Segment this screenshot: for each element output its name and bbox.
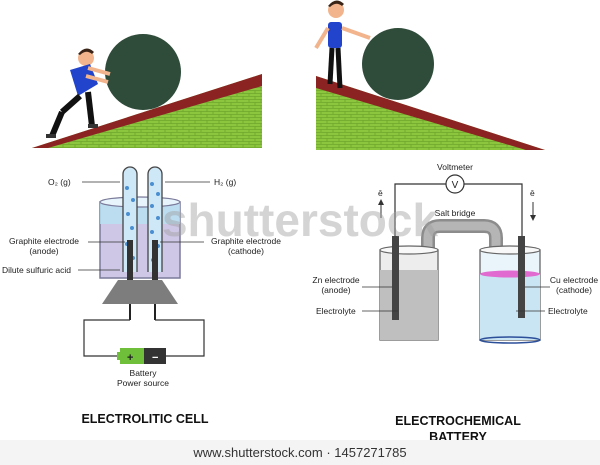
anode-label-line-2: (anode) xyxy=(29,246,58,256)
anode-electrode xyxy=(127,240,133,284)
battery-minus: − xyxy=(152,352,158,364)
electron-right-label: ē xyxy=(530,188,535,198)
external-wire xyxy=(394,183,523,238)
cell-stand xyxy=(102,280,178,304)
battery-plus: + xyxy=(127,352,133,364)
downhill-scene xyxy=(314,0,545,150)
cathode-label-line-1: Graphite electrode xyxy=(211,236,281,246)
cu-label-line-2: (cathode) xyxy=(556,285,592,295)
electrolyte-left-label: Electrolyte xyxy=(316,306,356,316)
circuit-wire xyxy=(83,319,205,357)
zn-label-line-2: (anode) xyxy=(321,285,350,295)
boulder-top xyxy=(362,28,434,100)
electrochemical-title-line-1: ELECTROCHEMICAL xyxy=(395,414,521,428)
salt-bridge-label: Salt bridge xyxy=(435,208,476,218)
electron-left-label: ē xyxy=(378,188,383,198)
electrolytic-cell: + − Battery Power source O₂ (g) H₂ (g) G… xyxy=(2,166,281,426)
uphill-slope-edge xyxy=(32,74,262,148)
cathode-electrode xyxy=(152,240,158,284)
person-standing-icon xyxy=(314,0,371,89)
electrolyte-right-label: Electrolyte xyxy=(548,306,588,316)
boulder xyxy=(105,34,181,110)
o2-label: O₂ (g) xyxy=(48,177,71,187)
watermark: shutterstock xyxy=(162,194,438,246)
battery-icon: + − xyxy=(117,348,166,364)
zn-label-line-1: Zn electrode xyxy=(312,275,360,285)
voltmeter-label: Voltmeter xyxy=(437,162,473,172)
anode-label-line-1: Graphite electrode xyxy=(9,236,79,246)
voltmeter-symbol: V xyxy=(452,180,459,191)
electrolytic-title: ELECTROLITIC CELL xyxy=(81,412,208,426)
person-pushing-icon xyxy=(46,48,111,138)
acid-label: Dilute sulfuric acid xyxy=(2,265,71,275)
h2-label: H₂ (g) xyxy=(214,177,236,187)
battery-label-line-1: Battery xyxy=(130,368,158,378)
downhill-slope-edge xyxy=(316,76,545,150)
cu-electrode xyxy=(518,236,525,318)
cu-label-line-1: Cu electrode xyxy=(550,275,598,285)
voltmeter-icon xyxy=(445,174,465,194)
cathode-label-line-2: (cathode) xyxy=(228,246,264,256)
battery-label-line-2: Power source xyxy=(117,378,169,388)
uphill-scene xyxy=(32,34,262,148)
image-footer: www.shutterstock.com · 1457271785 xyxy=(0,440,600,465)
electrochemical-battery: V Voltmeter ē ē Salt bridge Zn electrode… xyxy=(312,162,598,444)
zn-electrode xyxy=(392,236,399,320)
